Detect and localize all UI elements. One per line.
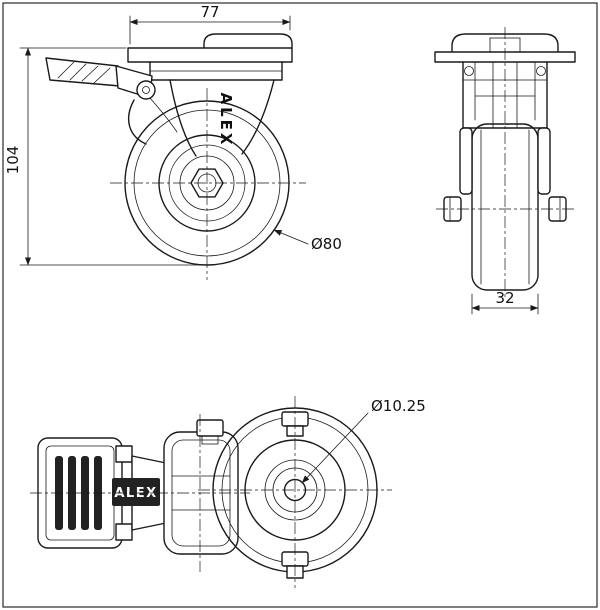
dim-label-d80: Ø80 — [311, 235, 342, 253]
bearing-ball — [464, 66, 474, 76]
dim-wheel-diameter: Ø80 — [273, 229, 342, 253]
dim-label-d10-25: Ø10.25 — [371, 397, 426, 415]
dim-bolt-hole: Ø10.25 — [301, 397, 426, 484]
swivel-cap — [203, 33, 293, 49]
dim-label-32: 32 — [495, 289, 514, 307]
hinge-knuckle — [115, 445, 133, 463]
fork-leg — [169, 79, 197, 157]
bearing-ball — [536, 66, 546, 76]
side-view: ALEX — [45, 33, 306, 280]
dim-label-77: 77 — [200, 3, 219, 21]
dim-wheel-width: 32 — [471, 289, 539, 315]
dim-overall-height: 104 — [4, 47, 215, 266]
brand-badge — [112, 478, 160, 506]
dim-plate-width: 77 — [129, 3, 291, 45]
axial-view — [198, 396, 392, 588]
dim-label-104: 104 — [4, 146, 22, 175]
brake-bolt — [196, 419, 224, 437]
fork-leg — [241, 79, 275, 155]
pedal-rib — [81, 456, 89, 530]
top-plate — [127, 47, 293, 63]
brand-text-top: ALEX — [114, 486, 157, 501]
front-view — [434, 27, 576, 300]
fork-leg-front — [459, 127, 473, 195]
brand-text-side: ALEX — [217, 93, 235, 148]
hinge-knuckle — [115, 523, 133, 541]
brake-pivot — [136, 80, 156, 100]
fork-leg-front — [537, 127, 551, 195]
brake-spring — [127, 99, 147, 145]
